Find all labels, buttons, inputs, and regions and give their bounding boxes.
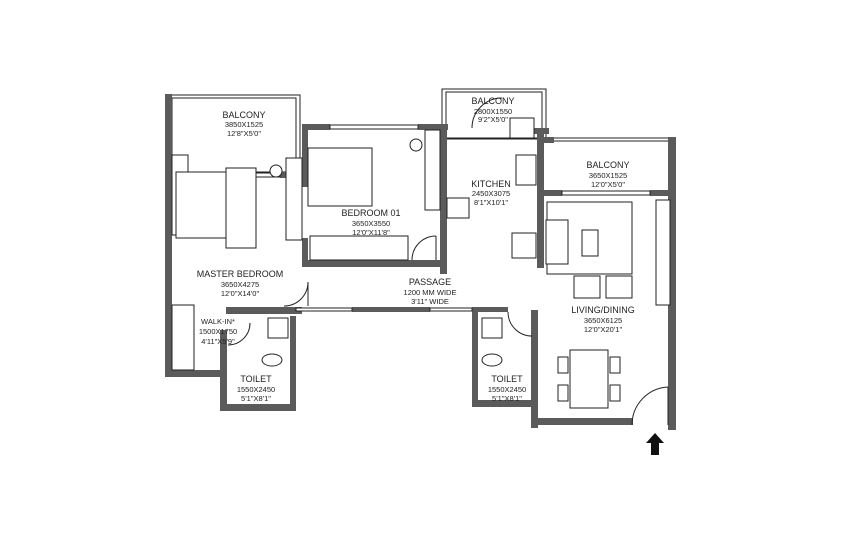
fridge [511, 232, 537, 259]
svg-text:1200 MM WIDE: 1200 MM WIDE [404, 288, 457, 297]
svg-text:2800X1550: 2800X1550 [474, 107, 512, 116]
room-kitchen: KITCHEN 2450X3075 8'1"X10'1" [471, 179, 511, 207]
svg-text:PASSAGE: PASSAGE [409, 277, 451, 287]
room-walk-in: WALK-IN* 1500X1750 4'11"X5'9" [199, 317, 237, 346]
svg-text:12'0"X5'0": 12'0"X5'0" [591, 180, 625, 189]
svg-text:1550X2450: 1550X2450 [237, 385, 275, 394]
svg-text:BEDROOM 01: BEDROOM 01 [341, 208, 400, 218]
svg-text:9'2"X5'0": 9'2"X5'0" [478, 115, 508, 124]
wc [481, 353, 503, 367]
bedroom-01-wardrobe [309, 235, 409, 261]
svg-text:BALCONY: BALCONY [222, 110, 265, 120]
svg-text:1550X2450: 1550X2450 [488, 385, 526, 394]
coffee-table [581, 229, 599, 257]
svg-text:BALCONY: BALCONY [471, 96, 514, 106]
sink [515, 154, 537, 186]
room-toilet-1: TOILET 1550X2450 5'1"X8'1" [237, 374, 275, 403]
master-wardrobe [285, 157, 303, 241]
master-bed-frame [225, 167, 257, 249]
svg-text:1500X1750: 1500X1750 [199, 327, 237, 336]
svg-text:8'1"X10'1": 8'1"X10'1" [474, 198, 508, 207]
svg-text:3'11" WIDE: 3'11" WIDE [411, 297, 449, 306]
sofa [545, 219, 569, 265]
svg-text:12'0"X20'1": 12'0"X20'1" [584, 325, 623, 334]
svg-text:3650X6125: 3650X6125 [584, 316, 622, 325]
svg-text:5'1"X8'1": 5'1"X8'1" [241, 394, 271, 403]
svg-text:3650X1525: 3650X1525 [589, 171, 627, 180]
svg-text:BALCONY: BALCONY [586, 160, 629, 170]
stove [446, 197, 470, 219]
svg-text:4'11"X5'9": 4'11"X5'9" [201, 337, 235, 346]
arrow-up-icon [646, 433, 664, 455]
svg-text:MASTER BEDROOM: MASTER BEDROOM [197, 269, 284, 279]
walls [165, 94, 676, 430]
wc [261, 353, 283, 367]
room-balcony-master: BALCONY 3850X1525 12'8"X5'0" [222, 110, 265, 138]
furniture [171, 117, 671, 409]
svg-text:2450X3075: 2450X3075 [472, 189, 510, 198]
svg-text:3650X4275: 3650X4275 [221, 280, 259, 289]
washing-machine [509, 117, 535, 139]
room-toilet-2: TOILET 1550X2450 5'1"X8'1" [488, 374, 526, 403]
room-balcony-living: BALCONY 3650X1525 12'0"X5'0" [586, 160, 629, 189]
svg-text:5'1"X8'1": 5'1"X8'1" [492, 394, 522, 403]
room-passage: PASSAGE 1200 MM WIDE 3'11" WIDE [404, 277, 457, 306]
room-balcony-kitchen: BALCONY 2800X1550 9'2"X5'0" [471, 96, 514, 124]
dining-table [569, 349, 609, 409]
room-master-bedroom: MASTER BEDROOM 3650X4275 12'0"X14'0" [197, 269, 284, 298]
washbasin [481, 317, 503, 339]
svg-text:12'8"X5'0": 12'8"X5'0" [227, 129, 261, 138]
bedroom-01-desk [424, 129, 441, 211]
bedroom-01-bed [307, 147, 373, 207]
svg-text:TOILET: TOILET [491, 374, 523, 384]
walk-in-shelves [171, 304, 195, 371]
svg-text:KITCHEN: KITCHEN [471, 179, 511, 189]
room-bedroom-01: BEDROOM 01 3650X3550 12'0"X11'8" [341, 208, 400, 237]
tv-unit [655, 199, 671, 306]
svg-text:3650X3550: 3650X3550 [352, 219, 390, 228]
svg-text:3850X1525: 3850X1525 [225, 120, 263, 129]
svg-text:12'0"X14'0": 12'0"X14'0" [221, 289, 260, 298]
room-living-dining: LIVING/DINING 3650X6125 12'0"X20'1" [571, 305, 635, 334]
washbasin [267, 317, 289, 339]
master-bed [175, 171, 235, 239]
doors [227, 97, 669, 426]
svg-text:TOILET: TOILET [240, 374, 272, 384]
svg-text:WALK-IN*: WALK-IN* [201, 317, 235, 326]
svg-text:12'0"X11'8": 12'0"X11'8" [352, 228, 390, 237]
svg-text:LIVING/DINING: LIVING/DINING [571, 305, 635, 315]
